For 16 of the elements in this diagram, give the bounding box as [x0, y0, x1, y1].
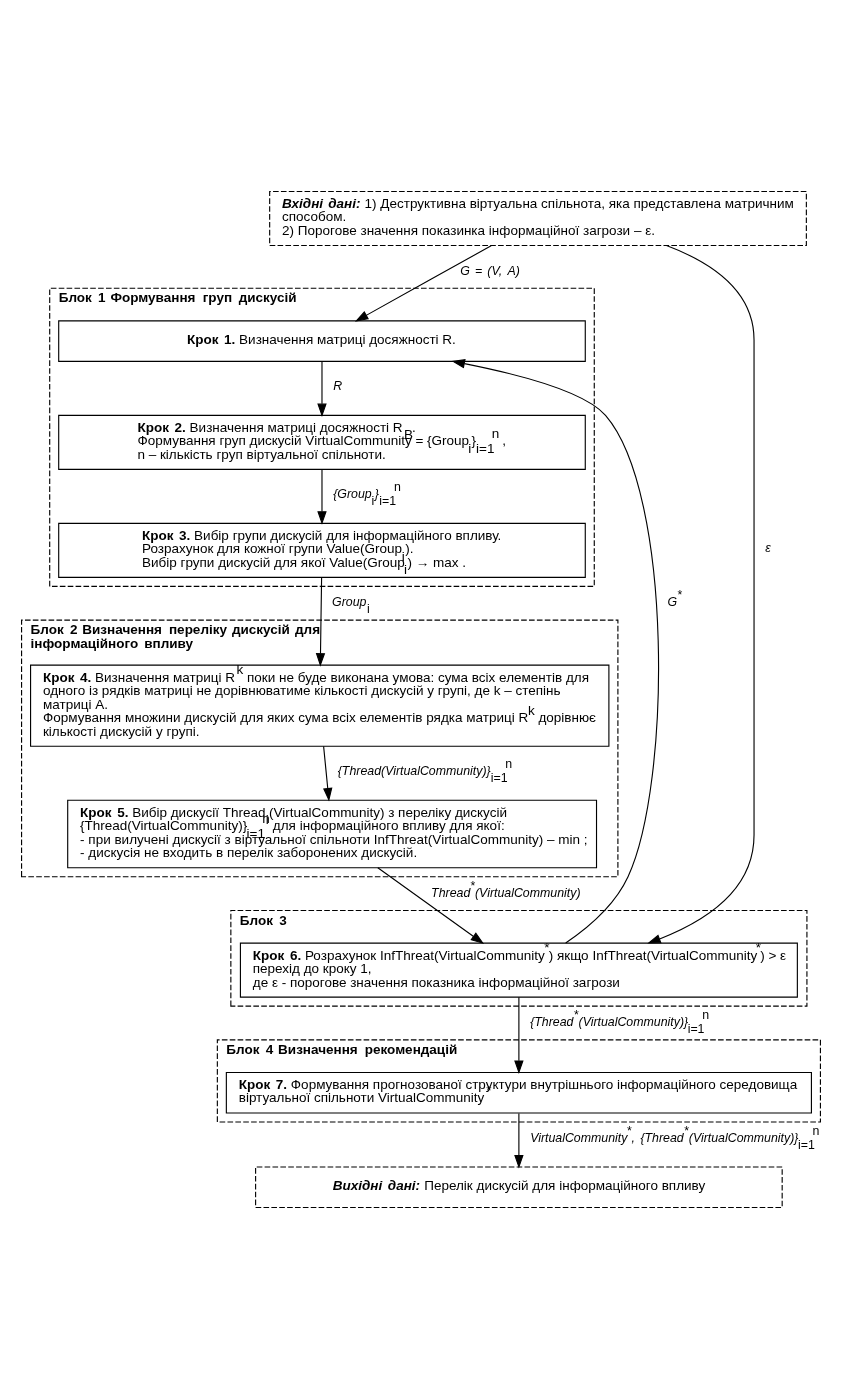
edge-label: R — [333, 378, 343, 393]
arrow — [377, 866, 485, 944]
arrow — [323, 745, 333, 801]
node-box: Вхідні дані: 1) Деструктивна віртуальна спільнота, яка представлена матричним способом. 2) Порогове значення показинка інформаційної загрози – ε. — [269, 190, 807, 246]
arrow — [514, 996, 524, 1074]
edge-label: G = (V, A) — [460, 263, 520, 278]
arrow — [317, 468, 327, 525]
node-box: Крок 1. Визначення матриці досяжності R. — [58, 319, 586, 362]
arrow — [317, 360, 327, 417]
arrow — [647, 244, 755, 944]
arrow — [354, 244, 492, 322]
arrow — [315, 576, 326, 667]
edge-label: ε — [765, 540, 771, 555]
arrow — [451, 358, 659, 943]
arrow — [514, 1112, 524, 1169]
node-box: Вихідні дані: Перелік дискусій для інформаційного впливу — [255, 1165, 783, 1208]
